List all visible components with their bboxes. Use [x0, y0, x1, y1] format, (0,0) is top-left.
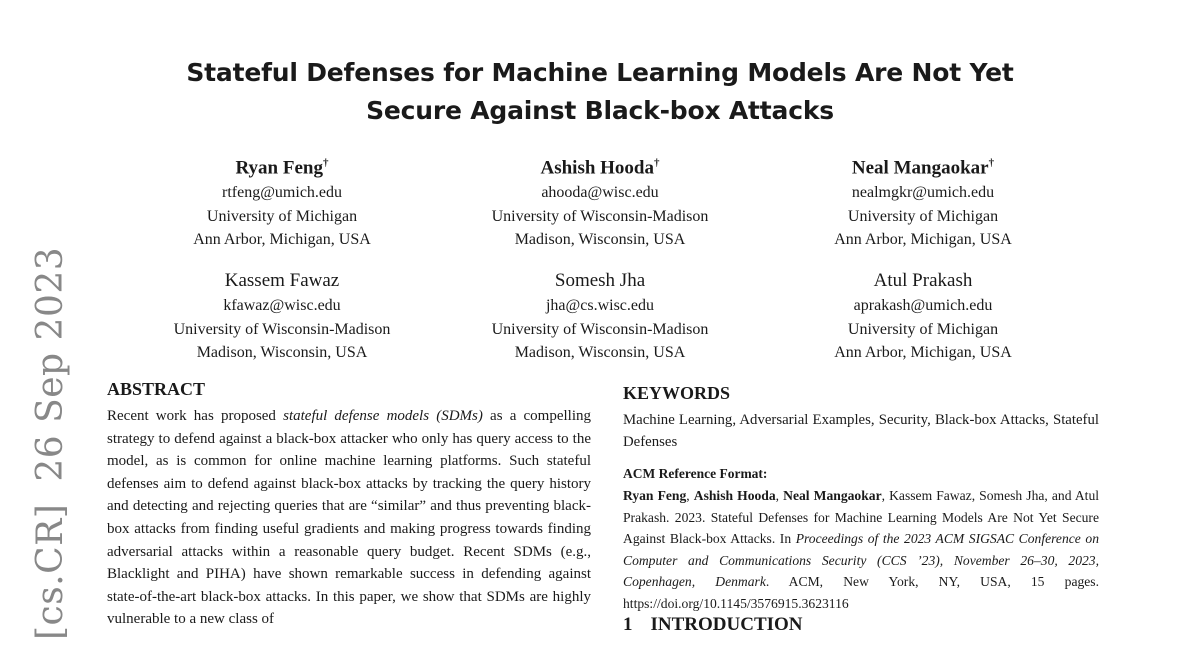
author-affiliation: University of Wisconsin-Madison: [173, 320, 391, 338]
ref-author: Neal Mangaokar: [783, 488, 882, 503]
author-location: Ann Arbor, Michigan, USA: [834, 344, 1012, 361]
author-email[interactable]: kfawaz@wisc.edu: [223, 297, 341, 314]
equal-contribution-mark: †: [322, 157, 329, 169]
ref-doi[interactable]: . ACM, New York, NY, USA, 15 pages. http…: [623, 574, 1099, 611]
author-block: Ryan Feng† rtfeng@umich.edu University o…: [122, 150, 442, 252]
ref-author: Ryan Feng: [623, 488, 687, 503]
author-name: Atul Prakash: [873, 270, 973, 291]
abstract-text: Recent work has proposed stateful defens…: [107, 405, 591, 631]
abstract-text-start: Recent work has proposed: [107, 408, 284, 424]
author-location: Madison, Wisconsin, USA: [514, 344, 686, 361]
author-location: Madison, Wisconsin, USA: [196, 344, 368, 361]
arxiv-stamp: [cs.CR] 26 Sep 2023: [30, 247, 71, 640]
section-title: INTRODUCTION: [650, 614, 803, 635]
author-name: Neal Mangaokar: [851, 157, 989, 179]
ref-author: Ashish Hooda: [693, 488, 776, 503]
author-email[interactable]: nealmgkr@umich.edu: [851, 184, 995, 202]
author-name: Ashish Hooda: [540, 157, 655, 179]
author-name: Kassem Fawaz: [224, 270, 340, 291]
ref-separator: ,: [775, 488, 784, 503]
keywords-text: Machine Learning, Adversarial Examples, …: [623, 412, 1099, 450]
author-affiliation: University of Wisconsin-Madison: [491, 320, 709, 338]
author-block: Somesh Jha jha@cs.wisc.edu University of…: [440, 268, 760, 365]
abstract-emphasis: stateful defense models (SDMs): [283, 408, 483, 424]
abstract-heading: ABSTRACT: [107, 379, 206, 399]
author-email[interactable]: jha@cs.wisc.edu: [545, 297, 655, 314]
author-email[interactable]: ahooda@wisc.edu: [541, 184, 659, 202]
equal-contribution-mark: †: [988, 157, 995, 169]
section-number: 1: [623, 614, 633, 635]
author-block: Kassem Fawaz kfawaz@wisc.edu University …: [122, 268, 442, 365]
author-location: Ann Arbor, Michigan, USA: [834, 231, 1012, 249]
acm-reference-text: Ryan Feng, Ashish Hooda, Neal Mangaokar,…: [623, 485, 1099, 615]
title-line-1: Stateful Defenses for Machine Learning M…: [186, 58, 1014, 87]
author-location: Madison, Wisconsin, USA: [514, 231, 686, 249]
abstract-section: ABSTRACT Recent work has proposed statef…: [107, 378, 591, 631]
introduction-heading: 1 INTRODUCTION: [623, 614, 803, 636]
author-name: Ryan Feng: [235, 157, 323, 179]
keywords-heading: KEYWORDS: [623, 383, 731, 403]
ref-citation: , Kassem Fawaz, Somesh Jha, and Atul Pra…: [623, 488, 1100, 547]
author-block: Neal Mangaokar† nealmgkr@umich.edu Unive…: [763, 150, 1083, 252]
ref-venue: Proceedings of the 2023 ACM SIGSAC Confe…: [623, 531, 1099, 590]
author-affiliation: University of Wisconsin-Madison: [491, 207, 709, 225]
author-affiliation: University of Michigan: [847, 320, 999, 338]
equal-contribution-mark: †: [654, 157, 660, 169]
author-email[interactable]: aprakash@umich.edu: [853, 297, 993, 314]
author-affiliation: University of Michigan: [847, 207, 999, 225]
author-block: Atul Prakash aprakash@umich.edu Universi…: [763, 268, 1083, 365]
title-line-2: Secure Against Black-box Attacks: [366, 96, 834, 125]
arxiv-category: [cs.CR]: [30, 503, 71, 640]
arxiv-date: 26 Sep 2023: [30, 246, 71, 482]
abstract-text-rest: as a compelling strategy to defend again…: [107, 408, 592, 628]
author-email[interactable]: rtfeng@umich.edu: [221, 184, 343, 202]
ref-separator: ,: [686, 488, 694, 503]
author-affiliation: University of Michigan: [206, 207, 358, 225]
author-location: Ann Arbor, Michigan, USA: [193, 231, 371, 249]
keywords-section: KEYWORDS Machine Learning, Adversarial E…: [623, 382, 1099, 615]
author-block: Ashish Hooda† ahooda@wisc.edu University…: [440, 150, 760, 252]
acm-reference-heading: ACM Reference Format:: [623, 466, 768, 481]
paper-title: Stateful Defenses for Machine Learning M…: [0, 54, 1200, 130]
author-name: Somesh Jha: [554, 270, 646, 291]
